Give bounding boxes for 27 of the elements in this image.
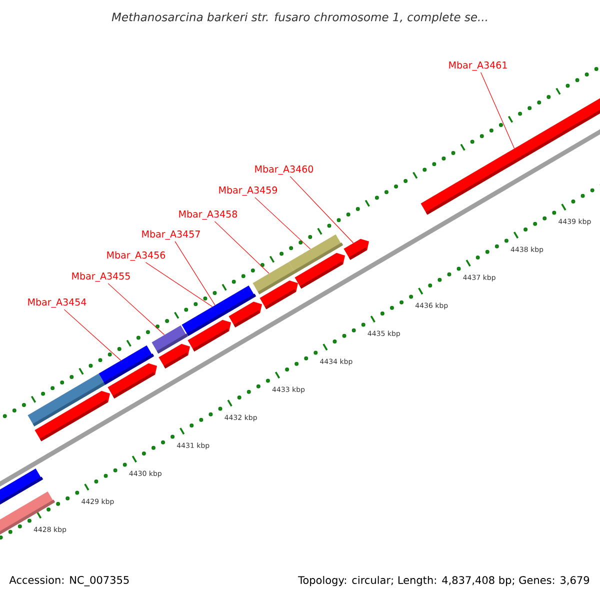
leader-line [480,72,515,149]
gene-label: Mbar_A3457 [142,230,200,240]
leader-line [254,197,311,250]
gene-block [228,302,262,328]
leader-line [145,262,213,307]
gene-block [294,252,345,289]
gene-block [34,390,110,442]
leader-line [290,176,354,244]
gene-label: Mbar_A3454 [28,298,86,308]
gene-block [344,238,369,260]
gene-label: Mbar_A3459 [219,186,278,196]
gene-block [260,280,298,310]
gene-label: Mbar_A3460 [255,165,314,175]
gene-label: Mbar_A3455 [72,272,130,282]
topology-text: Topology: circular; Length: 4,837,408 bp; Genes: 3,679 [298,576,590,586]
leader-line [108,283,165,336]
gene-label: Mbar_A3456 [107,251,166,261]
leader-line [214,221,270,274]
accession-text: Accession: NC_007355 [9,576,129,586]
gene-block [108,363,157,398]
gene-label: Mbar_A3461 [449,61,507,71]
leader-line [174,241,216,306]
gene-label: Mbar_A3458 [179,210,238,220]
gene-block [188,320,231,352]
leader-line [64,309,122,361]
title: Methanosarcina barkeri str. fusaro chromosome 1, complete se... [112,12,487,24]
gene-block [158,344,190,369]
